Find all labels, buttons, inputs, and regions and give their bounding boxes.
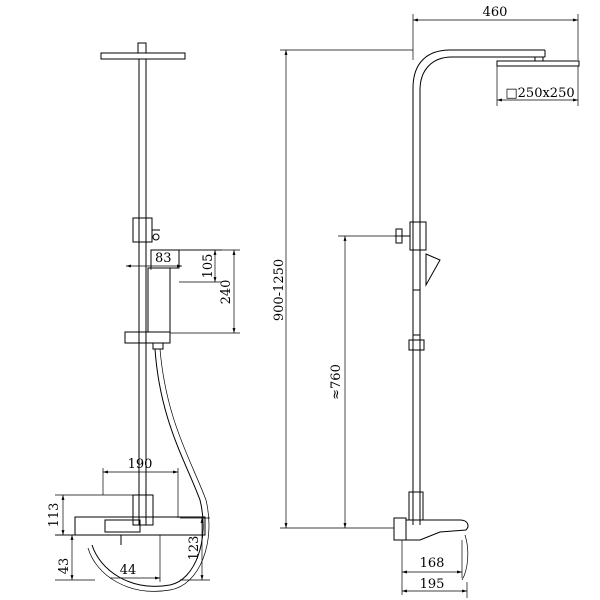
shower-hose-inner xyxy=(87,348,210,592)
dim-168-label: 168 xyxy=(420,556,445,571)
riser-arm-inner xyxy=(419,56,545,525)
shower-head-side xyxy=(496,60,580,67)
dim-123-label: 123 xyxy=(187,536,202,561)
handset-holder xyxy=(124,331,171,344)
side-diverter xyxy=(409,221,427,251)
mixer-body xyxy=(74,516,206,536)
handset-holder-base xyxy=(152,342,164,350)
shower-head-joint xyxy=(534,56,544,62)
dim-headsize-label: □250x250 xyxy=(505,86,574,101)
slider-clamp xyxy=(408,339,425,351)
side-hose xyxy=(461,534,469,581)
diverter-body xyxy=(132,217,153,243)
dim-240-label: 240 xyxy=(219,280,234,305)
side-view: 460 □250x250 900-1250 ≈760 168 195 xyxy=(272,5,580,598)
mixer-connector xyxy=(132,494,154,526)
dim-43-label: 43 xyxy=(57,558,72,575)
bracket-arm xyxy=(147,267,171,333)
wall-flange xyxy=(393,517,407,541)
dim-190-label: 190 xyxy=(128,457,153,472)
dim-195-label: 195 xyxy=(420,577,445,592)
side-mixer-connector xyxy=(408,491,424,521)
side-mixer-body xyxy=(405,519,469,541)
handset-slider xyxy=(412,289,421,336)
dim-44-label: 44 xyxy=(120,563,137,578)
mixer-control xyxy=(104,519,141,533)
overhead-shower-head xyxy=(100,52,186,60)
riser-arm-outer xyxy=(412,49,545,525)
side-diverter-knob xyxy=(395,228,403,244)
dim-height-range-label: 900-1250 xyxy=(272,259,287,321)
dim-83-label: 83 xyxy=(155,251,172,266)
dim-105-label: 105 xyxy=(201,254,216,279)
dim-760-label: ≈760 xyxy=(329,364,344,400)
dim-113-label: 113 xyxy=(47,503,62,528)
front-view: 83 105 240 190 113 43 44 123 xyxy=(47,42,240,592)
dim-460-label: 460 xyxy=(483,5,508,20)
diverter-knob xyxy=(152,233,160,241)
shower-head-connector xyxy=(137,42,147,54)
side-handset-holder xyxy=(425,253,441,287)
